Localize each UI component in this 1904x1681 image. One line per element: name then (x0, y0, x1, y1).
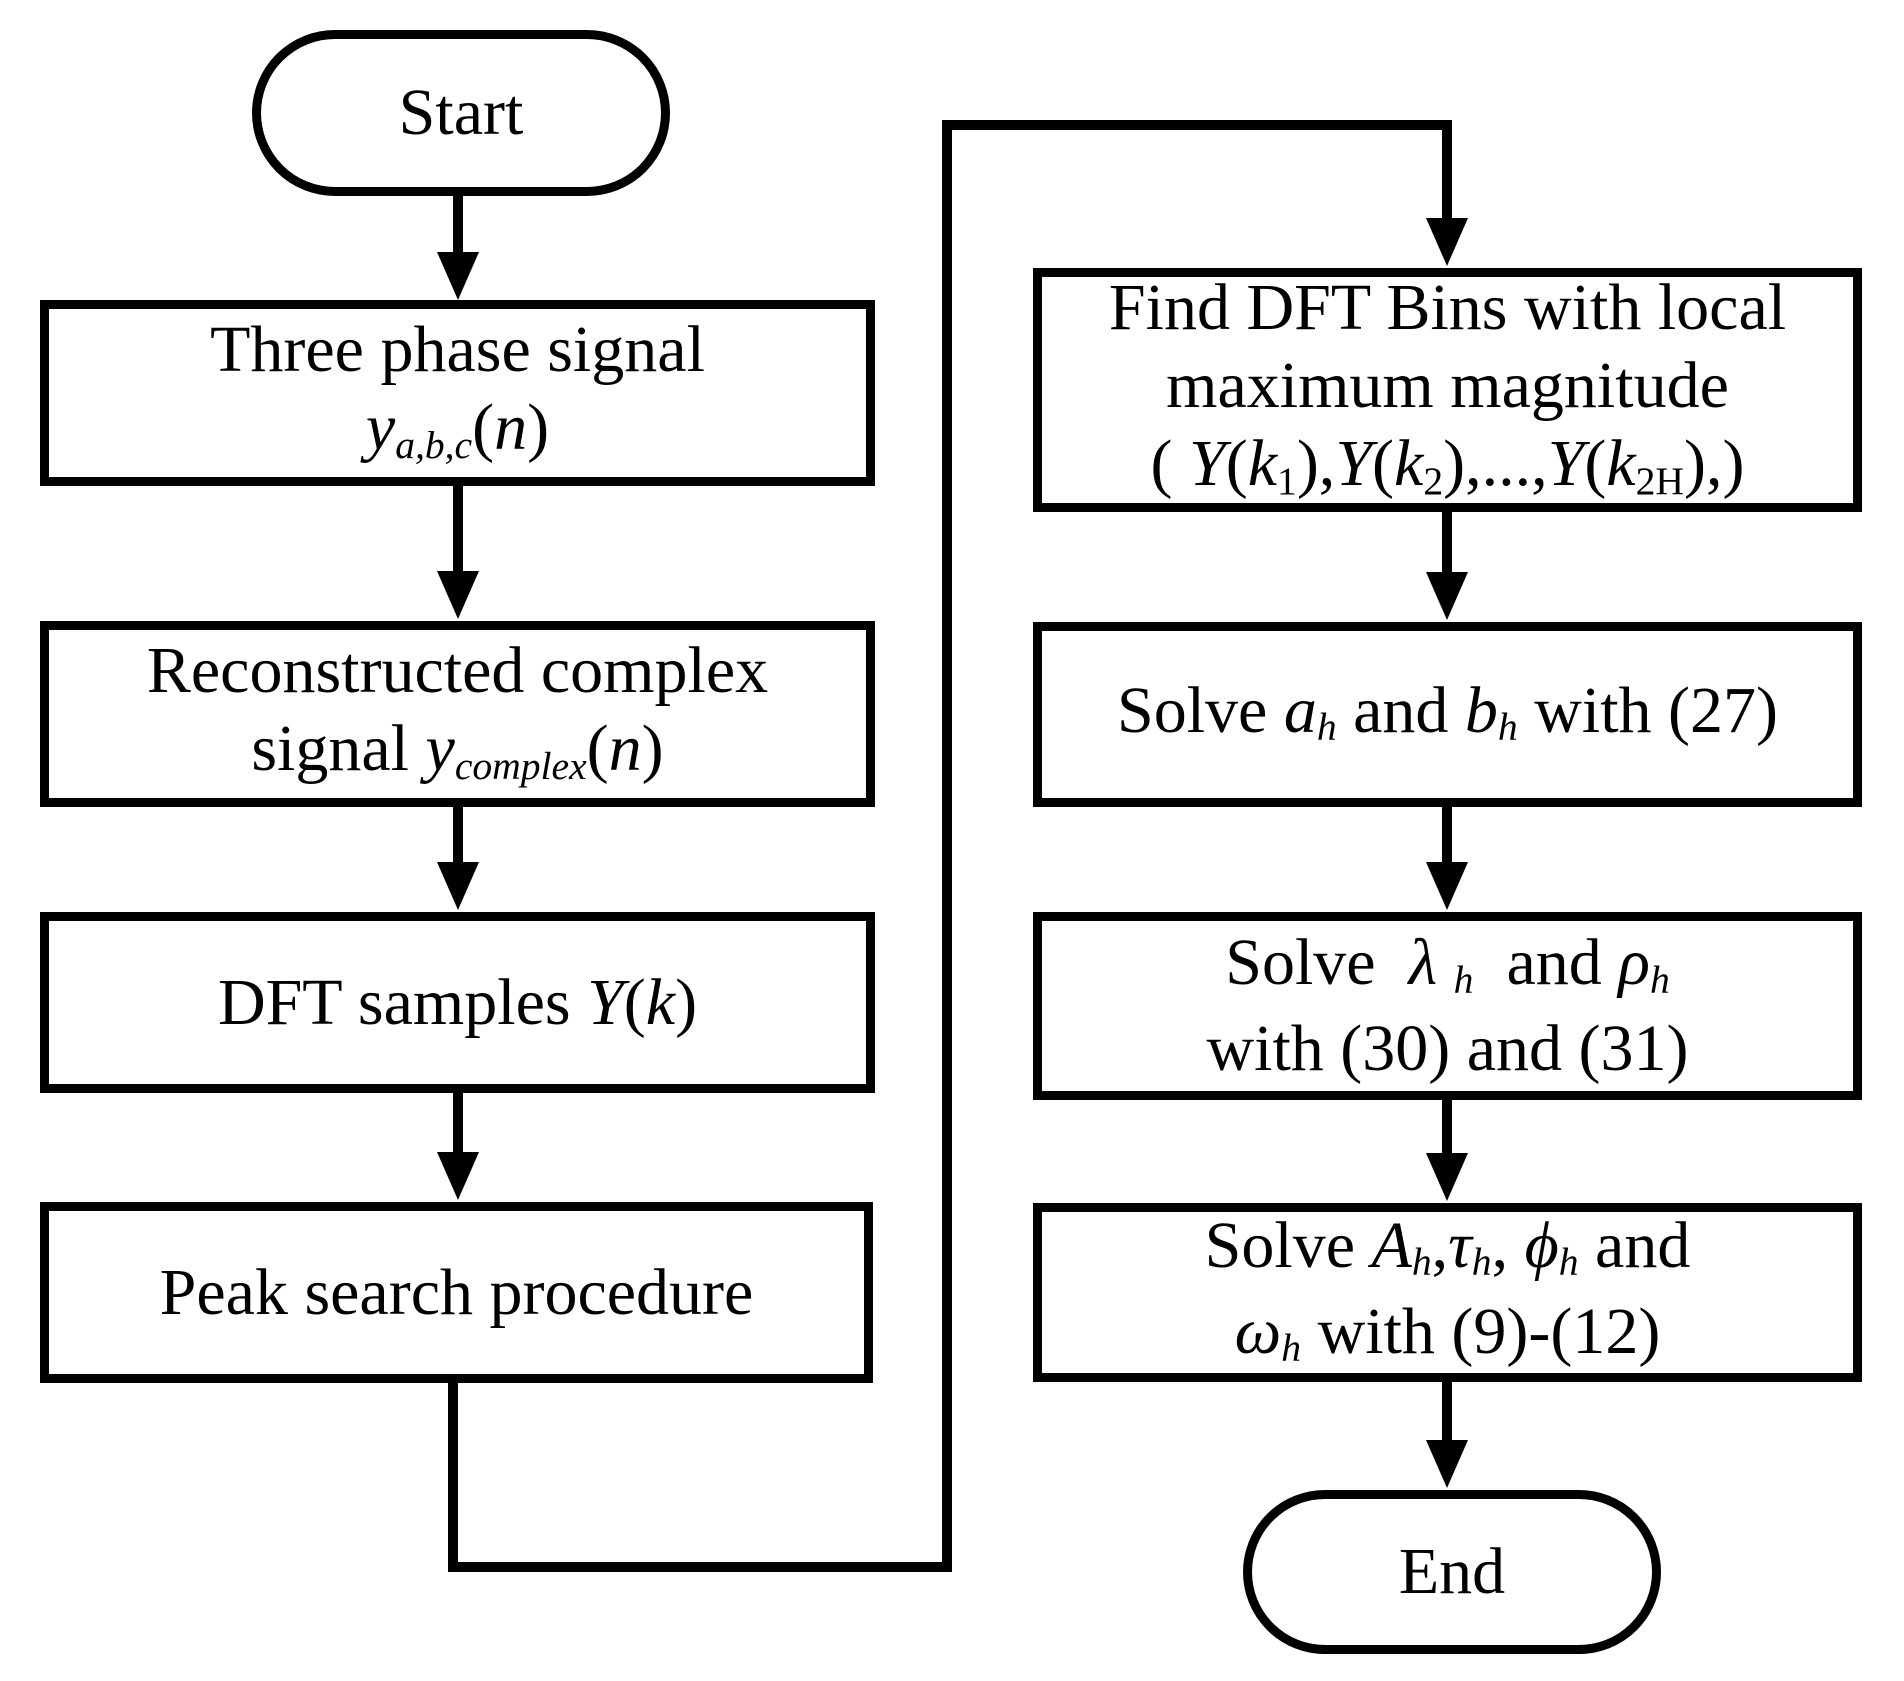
edge-solve-amplitude-phase-to-end (1426, 1380, 1468, 1488)
node-end: End (1243, 1490, 1661, 1654)
node-dft-samples-label: DFT samples Y(k) (217, 965, 698, 1039)
node-dft-samples: DFT samples Y(k) (40, 912, 875, 1093)
edge-find-dft-bins-to-solve-a-b (1426, 510, 1468, 620)
edge-dft-samples-to-peak-search (437, 1091, 479, 1200)
edge-start-to-three-phase-signal (437, 193, 479, 300)
node-start-label: Start (398, 76, 524, 149)
node-peak-search: Peak search procedure (40, 1202, 873, 1383)
node-solve-a-b: Solve ah and bh with (27) (1033, 622, 1862, 807)
node-solve-a-b-label: Solve ah and bh with (27) (1116, 673, 1779, 750)
node-start: Start (252, 30, 670, 196)
edge-three-phase-signal-to-reconstructed-complex (437, 484, 479, 619)
edge-solve-a-b-to-solve-lambda-rho (1426, 805, 1468, 910)
node-peak-search-label: Peak search procedure (159, 1255, 754, 1329)
edge-reconstructed-complex-to-dft-samples (437, 805, 479, 910)
node-end-label: End (1398, 1535, 1506, 1608)
edge-solve-lambda-rho-to-solve-amplitude-phase (1426, 1098, 1468, 1201)
